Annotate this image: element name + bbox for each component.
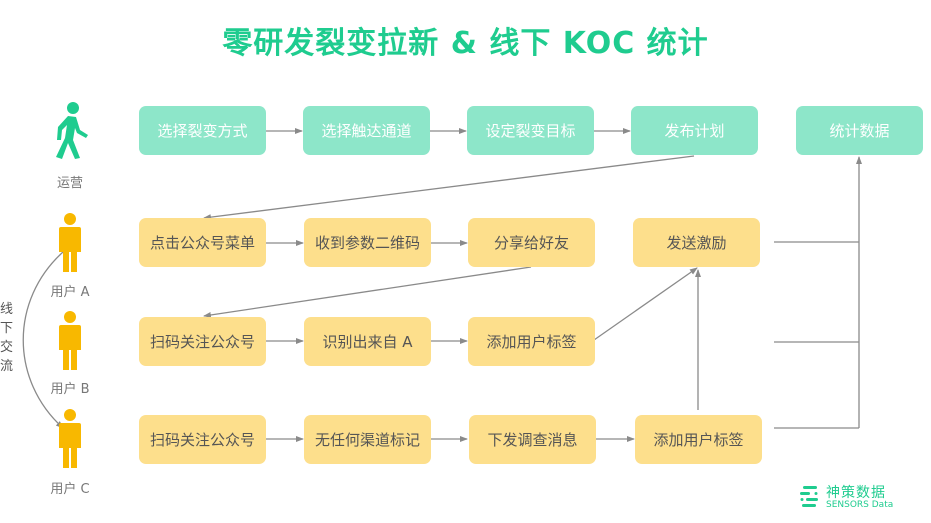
logo-text-en: SENSORS Data [826, 500, 894, 510]
step-c-scan-follow: 扫码关注公众号 [139, 415, 266, 464]
step-select-channel: 选择触达通道 [303, 106, 430, 155]
arrow-tag-to-reward [593, 267, 698, 341]
person-icon [59, 311, 81, 370]
offline-char: 线 [0, 302, 14, 317]
step-b-identify: 识别出来自 A [304, 317, 431, 366]
actor-operator-label: 运营 [56, 176, 83, 191]
actor-user-b-label: 用户 B [50, 382, 90, 397]
step-a-send-reward: 发送激励 [633, 218, 760, 267]
arc-offline-exchange [22, 251, 64, 429]
actor-user-a-label: 用户 A [50, 285, 90, 300]
actor-user-a [40, 212, 100, 278]
actor-user-c-label: 用户 C [50, 482, 90, 497]
step-set-goal: 设定裂变目标 [467, 106, 594, 155]
step-b-scan-follow: 扫码关注公众号 [139, 317, 266, 366]
step-publish-plan: 发布计划 [631, 106, 758, 155]
person-icon [59, 409, 81, 468]
step-a-share: 分享给好友 [468, 218, 595, 267]
step-b-add-tag: 添加用户标签 [468, 317, 595, 366]
step-select-fission-method: 选择裂变方式 [139, 106, 266, 155]
sensors-data-logo: 神策数据 SENSORS Data [800, 482, 910, 514]
actor-operator [40, 100, 100, 166]
actor-user-b [40, 310, 100, 376]
person-icon [59, 213, 81, 272]
sensors-logo-icon [800, 486, 818, 507]
step-a-receive-qr: 收到参数二维码 [304, 218, 431, 267]
offline-char: 流 [0, 359, 14, 374]
step-a-click-menu: 点击公众号菜单 [139, 218, 266, 267]
diagram-title: 零研发裂变拉新 & 线下 KOC 统计 [222, 26, 709, 61]
logo-text-cn: 神策数据 [826, 485, 886, 501]
step-c-no-channel: 无任何渠道标记 [304, 415, 431, 464]
step-statistics: 统计数据 [796, 106, 923, 155]
step-c-add-tag: 添加用户标签 [635, 415, 762, 464]
walking-person-icon [56, 102, 88, 159]
offline-char: 下 [0, 321, 14, 336]
arrow-publish-to-click-menu [203, 155, 695, 221]
offline-exchange-label: 线 下 交 流 [0, 300, 14, 376]
arrow-share-to-scan [203, 266, 532, 318]
actor-user-c [40, 408, 100, 474]
step-c-send-survey: 下发调查消息 [469, 415, 596, 464]
offline-char: 交 [0, 340, 14, 355]
